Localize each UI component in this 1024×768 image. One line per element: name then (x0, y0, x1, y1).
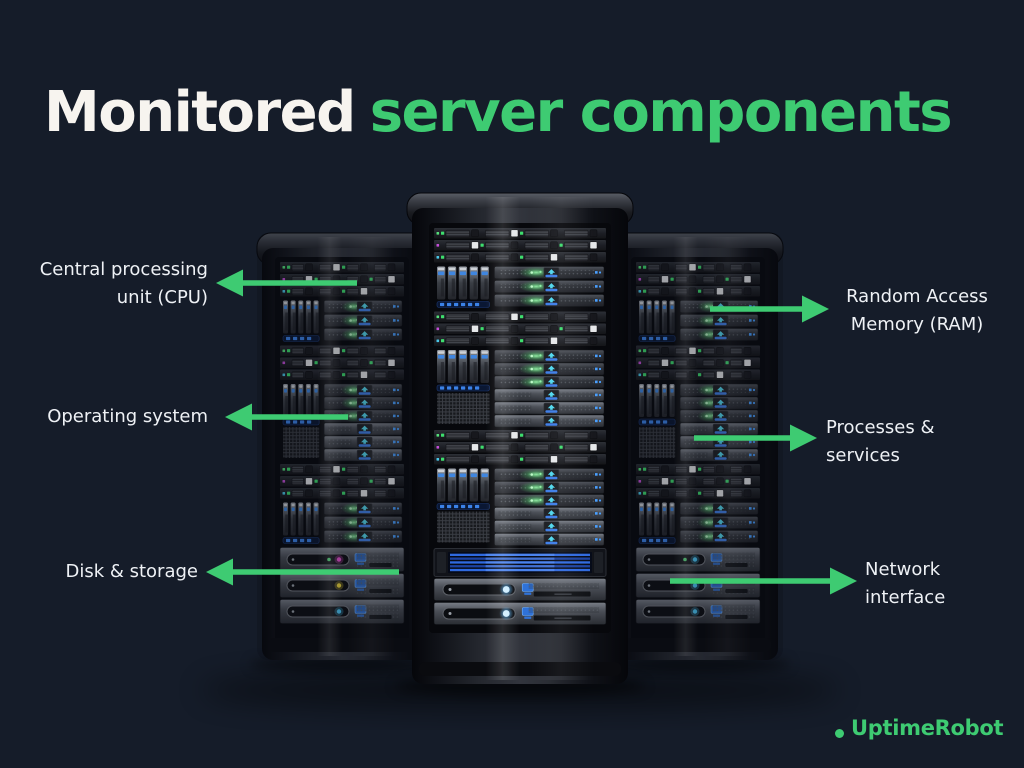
label-processes-line-2: services (826, 445, 900, 466)
title-highlight: server components (369, 79, 953, 145)
server-rack-left (256, 232, 428, 660)
label-operating-system: Operating system (47, 403, 208, 431)
label-cpu-line-2: unit (CPU) (116, 287, 208, 308)
label-ram-line-1: Random Access (846, 286, 988, 307)
label-disk-line-1: Disk & storage (65, 561, 198, 582)
server-rack-center (406, 192, 634, 684)
arrow-processes (694, 424, 817, 452)
arrow-os (225, 403, 348, 431)
green-dot-icon (835, 729, 844, 738)
label-network-line-2: interface (865, 587, 946, 608)
label-disk-storage: Disk & storage (65, 558, 198, 586)
label-network-line-1: Network (865, 559, 941, 580)
brand-name: UptimeRobot (851, 716, 1004, 740)
label-processes-line-1: Processes & (826, 417, 935, 438)
label-ram-line-2: Memory (RAM) (850, 314, 984, 335)
label-ram: Random Access Memory (RAM) (824, 283, 1010, 339)
arrow-ram (710, 295, 829, 323)
brand-logo: UptimeRobot (835, 716, 1004, 740)
arrow-disk (206, 558, 399, 586)
title-prefix: Monitored (44, 79, 356, 145)
label-cpu: Central processing unit (CPU) (40, 256, 208, 312)
label-network-interface: Network interface (865, 556, 945, 612)
server-rack-right (612, 232, 784, 660)
label-os-line-1: Operating system (47, 406, 208, 427)
label-cpu-line-1: Central processing (39, 259, 208, 280)
label-processes-services: Processes & services (826, 414, 935, 470)
arrow-network (670, 567, 857, 595)
arrow-cpu (216, 269, 357, 297)
